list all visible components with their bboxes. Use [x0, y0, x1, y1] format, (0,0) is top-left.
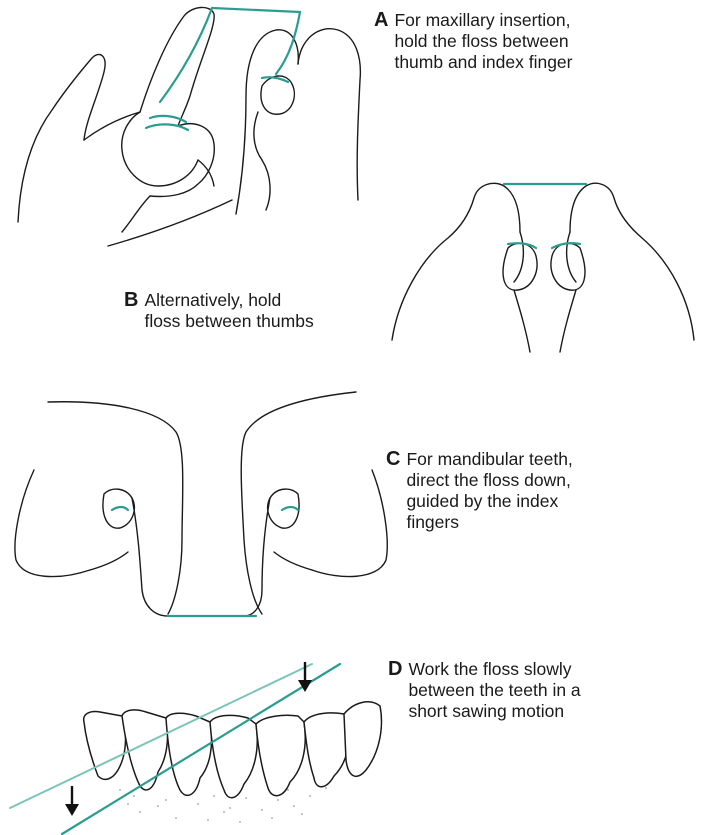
caption-step-d: D Work the floss slowly between the teet… — [388, 659, 698, 722]
down-arrow-icon — [65, 786, 79, 816]
illustration-d-teeth — [10, 662, 381, 834]
illustration-b-thumbs — [392, 183, 694, 352]
caption-step-c: C For mandibular teeth, direct the floss… — [386, 449, 686, 533]
illustration-c-index-fingers — [15, 392, 387, 616]
step-letter-b: B — [124, 290, 138, 311]
caption-step-b: B Alternatively, hold floss between thum… — [124, 290, 404, 332]
step-text-d: Work the floss slowly between the teeth … — [408, 659, 580, 722]
step-text-b: Alternatively, hold floss between thumbs — [144, 290, 313, 332]
step-text-a: For maxillary insertion, hold the floss … — [394, 10, 572, 73]
step-letter-d: D — [388, 659, 402, 680]
illustration-a-hands — [18, 7, 360, 246]
step-letter-a: A — [374, 10, 388, 31]
floss-a — [212, 8, 300, 12]
step-letter-c: C — [386, 449, 400, 470]
step-text-c: For mandibular teeth, direct the floss d… — [406, 449, 572, 533]
caption-step-a: A For maxillary insertion, hold the flos… — [374, 10, 694, 73]
